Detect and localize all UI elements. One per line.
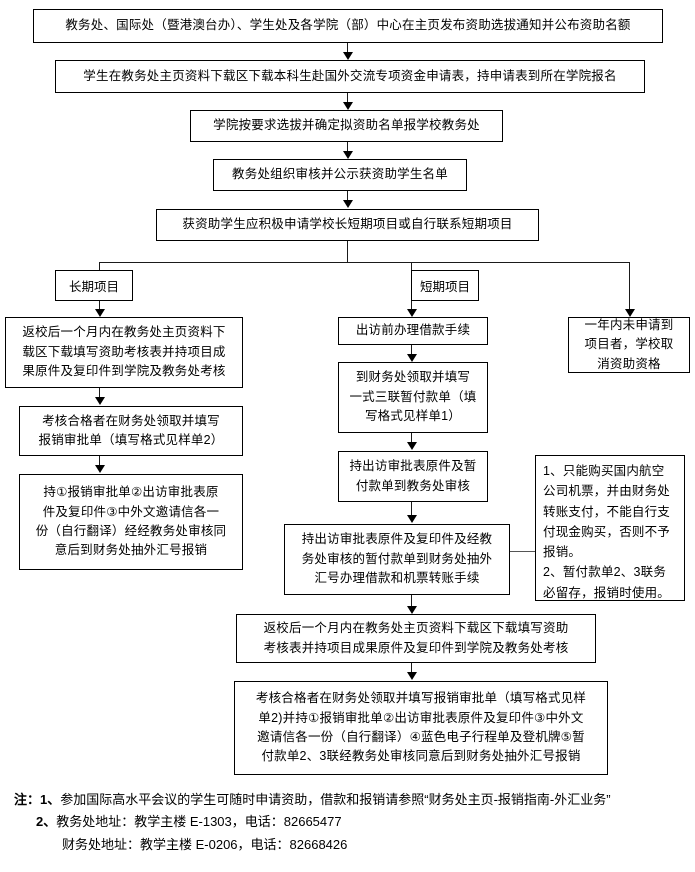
connector-branch-none (629, 262, 630, 310)
node-left-submit-documents: 持①报销审批单②出访审批表原 件及复印件③中外文邀请信各一 份（自行翻译）经经教… (19, 474, 243, 570)
arrow-n1-n2 (343, 52, 353, 60)
branch-label-text: 长期项目 (68, 280, 119, 294)
connector-mid2-mid3 (411, 433, 412, 444)
node-mid-forex-loan: 持出访审批表原件及复印件及经教 务处审核的暂付款单到财务处抽外 汇号办理借款和机… (284, 524, 510, 595)
side-note-air-ticket-rules: 1、只能购买国内航空 公司机票，并由财务处 转账支付，不能自行支 付现金购买，否… (535, 455, 685, 601)
footer-notes: 注：1、参加国际高水平会议的学生可随时申请资助，借款和报销请参照“财务处主页-报… (14, 789, 686, 856)
node-college-selection: 学院按要求选拔并确定拟资助名单报学校教务处 (190, 110, 503, 142)
branch-label-short-term: 短期项目 (411, 270, 479, 301)
arrow-branch-long (95, 309, 105, 317)
node-text: 返校后一个月内在教务处主页资料下载区下载填写资助 考核表并持项目成果原件及复印件… (263, 621, 569, 655)
node-text: 教务处、国际处（暨港澳台办）、学生处及各学院（部）中心在主页发布资助选拔通知并公… (65, 18, 631, 33)
connector-left2-left3 (99, 456, 100, 467)
arrow-branch-short (407, 309, 417, 317)
node-text: 教务处组织审核并公示获资助学生名单 (232, 167, 448, 182)
node-text: 考核合格者在财务处领取并填写报销审批单（填写格式见样 单2)并持①报销审批单②出… (255, 691, 587, 764)
node-bottom-final-reimbursement: 考核合格者在财务处领取并填写报销审批单（填写格式见样 单2)并持①报销审批单②出… (234, 681, 608, 775)
node-review-publicity: 教务处组织审核并公示获资助学生名单 (213, 159, 467, 191)
node-left-reimburse-form: 考核合格者在财务处领取并填写 报销审批单（填写格式见样单2） (19, 406, 243, 456)
connector-mid4-sidenote (510, 551, 536, 552)
arrow-mid4-bottom1 (407, 606, 417, 614)
node-left-return-assessment: 返校后一个月内在教务处主页资料下 载区下载填写资助考核表并持项目成 果原件及复印… (5, 317, 243, 388)
footer-prefix: 注： (14, 792, 41, 807)
node-text: 学生在教务处主页资料下载区下载本科生赴国外交流专项资金申请表，持申请表到所在学院… (83, 68, 617, 83)
arrow-mid3-mid4 (407, 515, 417, 523)
footer-note-3: 财务处地址：教学主楼 E-0206，电话：82668426 (14, 834, 686, 856)
connector-mid4-bottom1 (411, 595, 412, 607)
connector-branch-stem (347, 241, 348, 263)
footer-note-1-num: 1、 (40, 792, 61, 807)
connector-mid3-mid4 (411, 502, 412, 516)
node-text: 一年内未申请到 项目者，学校取 消资助资格 (584, 317, 674, 371)
arrow-left2-left3 (95, 465, 105, 473)
connector-bottom1-bottom2 (411, 663, 412, 674)
node-mid-academic-review: 持出访审批表原件及暂 付款单到教务处审核 (338, 451, 488, 502)
footer-note-1: 注：1、参加国际高水平会议的学生可随时申请资助，借款和报销请参照“财务处主页-报… (14, 789, 686, 811)
node-mid-loan-procedure: 出访前办理借款手续 (338, 317, 488, 345)
arrow-mid1-mid2 (407, 354, 417, 362)
connector-mid1-mid2 (411, 345, 412, 355)
arrow-bottom1-bottom2 (407, 672, 417, 680)
footer-note-2: 2、教务处地址：教学主楼 E-1303，电话：82665477 (14, 811, 686, 833)
node-text: 考核合格者在财务处领取并填写 报销审批单（填写格式见样单2） (38, 413, 224, 447)
node-text: 出访前办理借款手续 (355, 323, 471, 338)
footer-note-2-num: 2、 (36, 814, 57, 830)
node-text: 持出访审批表原件及暂 付款单到教务处审核 (349, 459, 477, 493)
node-text: 学院按要求选拔并确定拟资助名单报学校教务处 (213, 118, 480, 133)
arrow-mid2-mid3 (407, 442, 417, 450)
node-download-application: 学生在教务处主页资料下载区下载本科生赴国外交流专项资金申请表，持申请表到所在学院… (55, 60, 645, 93)
node-apply-program: 获资助学生应积极申请学校长短期项目或自行联系短期项目 (156, 209, 539, 241)
node-text: 持出访审批表原件及复印件及经教 务处审核的暂付款单到财务处抽外 汇号办理借款和机… (301, 532, 493, 586)
footer-note-2-text: 教务处地址：教学主楼 E-1303，电话：82665477 (56, 814, 342, 830)
arrow-n2-n3 (343, 102, 353, 110)
node-text: 获资助学生应积极申请学校长短期项目或自行联系短期项目 (182, 217, 513, 232)
branch-label-long-term: 长期项目 (55, 270, 133, 301)
connector-n3-n4 (347, 142, 348, 152)
node-text: 到财务处领取并填写 一式三联暂付款单（填 写格式见样单1） (349, 370, 477, 424)
footer-note-1-text: 参加国际高水平会议的学生可随时申请资助，借款和报销请参照“财务处主页-报销指南-… (60, 792, 611, 807)
node-bottom-return-assessment: 返校后一个月内在教务处主页资料下载区下载填写资助 考核表并持项目成果原件及复印件… (236, 614, 596, 663)
node-text: 返校后一个月内在教务处主页资料下 载区下载填写资助考核表并持项目成 果原件及复印… (22, 325, 226, 379)
arrow-n4-n5 (343, 200, 353, 208)
connector-n2-n3 (347, 93, 348, 103)
node-text: 持①报销审批单②出访审批表原 件及复印件③中外文邀请信各一 份（自行翻译）经经教… (35, 485, 227, 558)
node-publish-notice: 教务处、国际处（暨港澳台办）、学生处及各学院（部）中心在主页发布资助选拔通知并公… (33, 9, 663, 43)
connector-branch-bus (99, 262, 629, 263)
node-mid-advance-payment-form: 到财务处领取并填写 一式三联暂付款单（填 写格式见样单1） (338, 362, 488, 433)
arrow-left1-left2 (95, 397, 105, 405)
branch-label-text: 短期项目 (419, 280, 470, 294)
connector-n4-n5 (347, 191, 348, 202)
arrow-n3-n4 (343, 151, 353, 159)
footer-note-3-text: 财务处地址：教学主楼 E-0206，电话：82668426 (62, 836, 348, 852)
node-right-no-program: 一年内未申请到 项目者，学校取 消资助资格 (568, 317, 690, 373)
connector-n1-n2 (347, 43, 348, 54)
side-note-text: 1、只能购买国内航空 公司机票，并由财务处 转账支付，不能自行支 付现金购买，否… (543, 464, 671, 600)
arrow-branch-none (625, 309, 635, 317)
connector-left1-left2 (99, 388, 100, 399)
